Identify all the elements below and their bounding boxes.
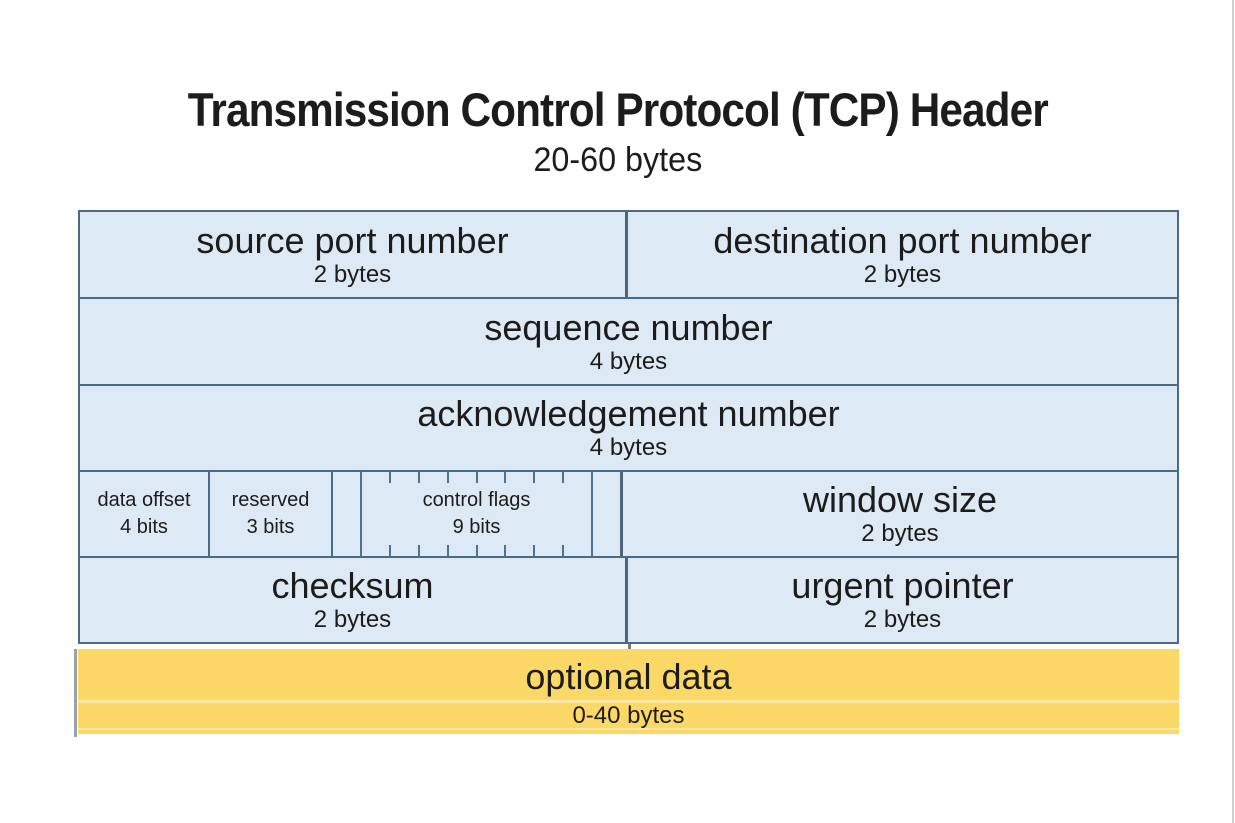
flag-bit-cell bbox=[591, 472, 620, 556]
field-source-port-cell: source port number 2 bytes bbox=[80, 212, 628, 297]
row-sequence: sequence number 4 bytes bbox=[80, 297, 1177, 384]
flag-bit-cell bbox=[333, 472, 360, 556]
field-label: sequence number bbox=[484, 306, 773, 348]
field-size: 0-40 bytes bbox=[572, 702, 685, 729]
optional-row-band-line bbox=[78, 700, 1179, 703]
field-urgent-pointer-cell: urgent pointer 2 bytes bbox=[628, 558, 1177, 642]
field-size: 2 bytes bbox=[861, 520, 939, 548]
field-label: control flags bbox=[422, 489, 531, 511]
page-subtitle-text: 20-60 bytes bbox=[533, 141, 702, 179]
field-size: 9 bits bbox=[452, 516, 501, 538]
field-control-flags-cell: control flags 9 bits bbox=[333, 472, 623, 556]
field-destination-port-cell: destination port number 2 bytes bbox=[628, 212, 1177, 297]
field-size: 2 bytes bbox=[863, 260, 942, 288]
middle-divider-stub bbox=[628, 644, 631, 650]
field-size: 3 bits bbox=[246, 516, 295, 538]
field-data-offset-cell: data offset 4 bits bbox=[80, 472, 210, 556]
control-flags-label: control flags 9 bits bbox=[387, 483, 566, 545]
page-title: Transmission Control Protocol (TCP) Head… bbox=[0, 82, 1235, 137]
row-ports: source port number 2 bytes destination p… bbox=[80, 212, 1177, 297]
field-sequence-number-cell: sequence number 4 bytes bbox=[80, 299, 1177, 384]
field-size: 2 bytes bbox=[313, 260, 392, 288]
page-subtitle: 20-60 bytes bbox=[0, 141, 1235, 180]
field-size: 4 bits bbox=[120, 516, 168, 538]
optional-row-band-line bbox=[78, 728, 1179, 730]
field-label: optional data bbox=[525, 656, 732, 697]
page-title-text: Transmission Control Protocol (TCP) Head… bbox=[187, 83, 1048, 136]
row-bits: data offset 4 bits reserved 3 bits cont bbox=[80, 470, 1177, 556]
field-label: checksum bbox=[271, 565, 434, 607]
field-optional-data-cell: optional data 0-40 bytes bbox=[78, 649, 1179, 734]
screen-right-edge-artifact bbox=[1232, 0, 1234, 823]
tcp-header-table: source port number 2 bytes destination p… bbox=[78, 210, 1179, 644]
field-label: destination port number bbox=[713, 219, 1092, 261]
field-size: 2 bytes bbox=[313, 606, 392, 634]
field-size: 4 bytes bbox=[589, 347, 668, 375]
row-checksum: checksum 2 bytes urgent pointer 2 bytes bbox=[80, 556, 1177, 642]
field-size: 2 bytes bbox=[863, 606, 942, 634]
field-checksum-cell: checksum 2 bytes bbox=[80, 558, 628, 642]
field-label: acknowledgement number bbox=[417, 393, 840, 435]
flag-bit-cell bbox=[359, 472, 389, 556]
field-label: window size bbox=[802, 479, 998, 521]
field-label: source port number bbox=[196, 219, 509, 261]
field-label: data offset bbox=[97, 489, 191, 511]
field-reserved-cell: reserved 3 bits bbox=[210, 472, 333, 556]
optional-row-left-edge bbox=[74, 649, 77, 737]
flag-bit-cell bbox=[562, 472, 591, 556]
field-label: reserved bbox=[231, 489, 310, 511]
field-acknowledgement-number-cell: acknowledgement number 4 bytes bbox=[80, 386, 1177, 470]
field-size: 4 bytes bbox=[589, 434, 668, 462]
field-window-size-cell: window size 2 bytes bbox=[623, 472, 1177, 556]
row-acknowledgement: acknowledgement number 4 bytes bbox=[80, 384, 1177, 470]
field-label: urgent pointer bbox=[791, 565, 1014, 607]
